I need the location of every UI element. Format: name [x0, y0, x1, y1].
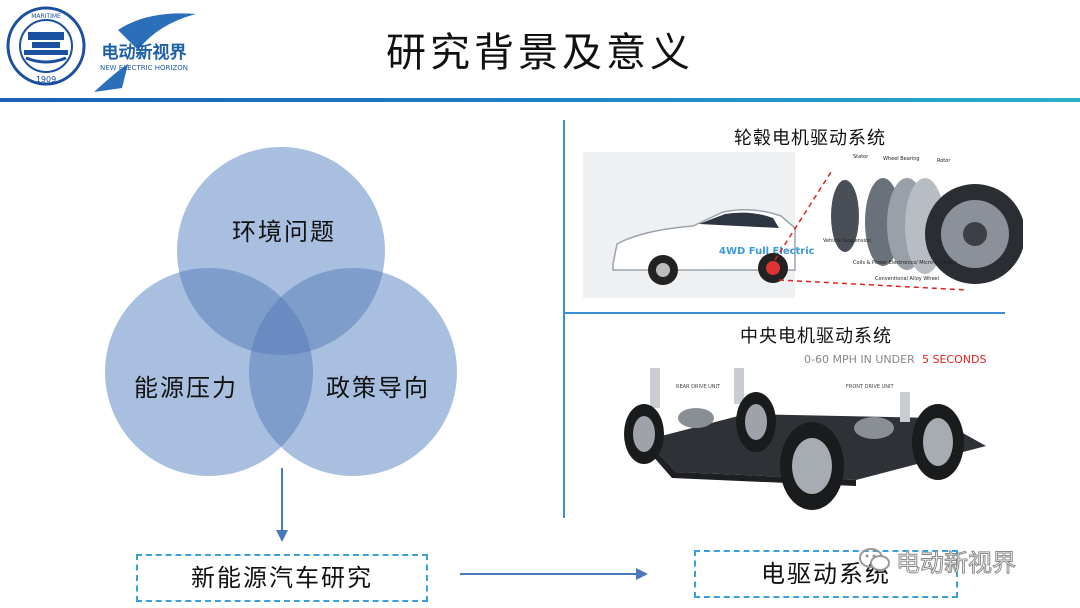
- chassis-headline: 0-60 MPH IN UNDER: [804, 353, 915, 366]
- hub-motor-image: 4WD Full Electric Stator Wheel Bearing R…: [583, 152, 1025, 298]
- rear-unit-label: REAR DRIVE UNIT: [676, 384, 721, 390]
- watermark-text: 电动新视界: [896, 548, 1017, 577]
- right-arrow-icon: [460, 566, 650, 582]
- electric-drive-system-box: 电驱动系统: [694, 550, 958, 598]
- label-vehicle-suspension: Vehicle Suspension: [823, 238, 871, 244]
- university-seal-logo: MARITIME 1909: [6, 4, 86, 92]
- central-motor-image: 0-60 MPH IN UNDER 5 SECONDS REAR DRIVE U…: [606, 348, 1004, 514]
- electric-drive-system-label: 电驱动系统: [761, 560, 891, 588]
- wechat-icon: [858, 546, 892, 574]
- watermark: 电动新视界: [858, 544, 1017, 577]
- label-stator: Stator: [853, 154, 869, 160]
- car-decal-text: 4WD Full Electric: [719, 246, 815, 257]
- panel-divider-vertical: [563, 120, 565, 518]
- svg-text:电动新视界: 电动新视界: [102, 42, 187, 63]
- venn-label-energy: 能源压力: [134, 374, 238, 402]
- brand-logo: 电动新视界 NEW ELECTRIC HORIZON: [88, 10, 200, 96]
- label-alloy-wheel: Conventional Alloy Wheel: [875, 276, 939, 282]
- venn-label-environment: 环境问题: [232, 218, 336, 246]
- central-motor-caption: 中央电机驱动系统: [740, 326, 892, 347]
- label-wheel-bearing: Wheel Bearing: [883, 156, 920, 162]
- label-coils: Coils & Power Electronics/ Micro-Inverte…: [853, 260, 957, 266]
- venn-label-policy: 政策导向: [326, 374, 430, 402]
- label-rotor: Rotor: [937, 158, 951, 164]
- seal-year: 1909: [36, 75, 56, 84]
- chassis-headline-highlight: 5 SECONDS: [922, 353, 986, 366]
- hub-motor-caption: 轮毂电机驱动系统: [734, 128, 886, 149]
- header-divider: [0, 98, 1080, 102]
- new-energy-vehicle-box: 新能源汽车研究: [136, 554, 428, 602]
- page-title: 研究背景及意义: [386, 30, 694, 76]
- new-energy-vehicle-label: 新能源汽车研究: [191, 564, 373, 592]
- down-arrow-icon: [274, 468, 290, 544]
- panel-divider-horizontal: [563, 312, 1005, 314]
- venn-diagram: [100, 140, 470, 490]
- svg-text:NEW ELECTRIC HORIZON: NEW ELECTRIC HORIZON: [100, 64, 188, 72]
- svg-text:MARITIME: MARITIME: [31, 13, 61, 20]
- front-unit-label: FRONT DRIVE UNIT: [846, 384, 895, 390]
